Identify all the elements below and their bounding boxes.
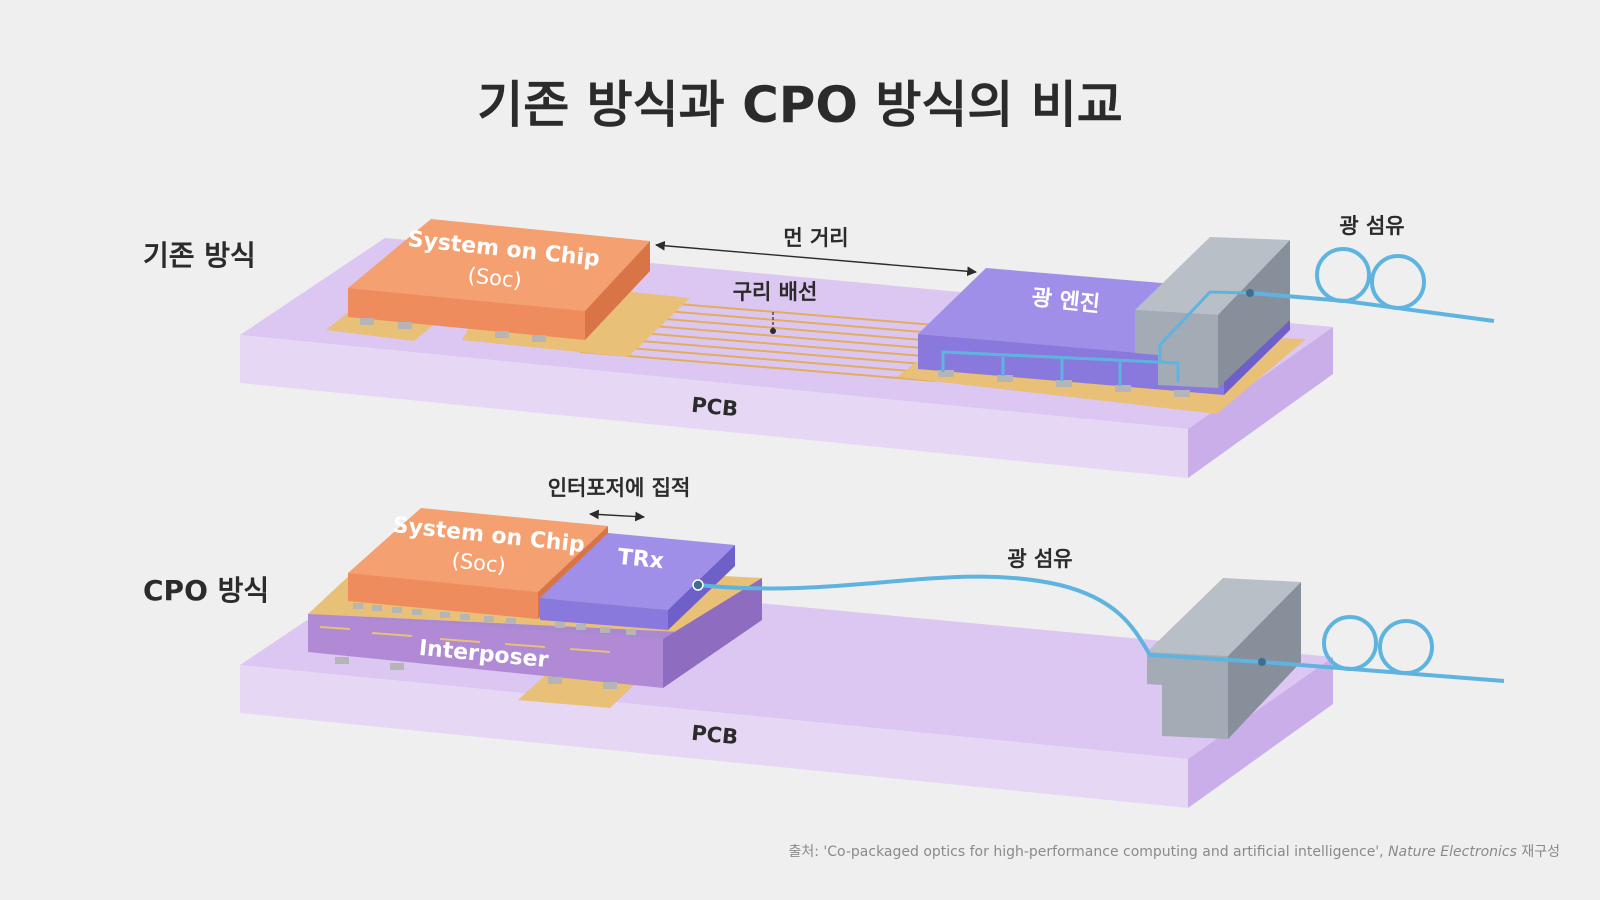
fiber-label-conventional: 광 섬유	[1339, 214, 1404, 238]
fiber-label-cpo: 광 섬유	[1007, 547, 1072, 571]
source-suffix: 재구성	[1521, 844, 1560, 860]
fiber-ferrule-dot-conventional	[1246, 289, 1254, 297]
pcb-label-cpo: PCB	[690, 721, 739, 749]
trx-chip: TRx	[540, 533, 735, 635]
source-journal: Nature Electronics	[1388, 844, 1517, 860]
fiber-connector-conventional	[1135, 237, 1290, 388]
integration-arrow	[589, 509, 645, 522]
distance-arrow	[655, 240, 977, 277]
optical-fiber-cpo	[697, 574, 1505, 683]
copper-leader-dot	[770, 328, 776, 334]
fiber-ferrule-dot-cpo	[1258, 658, 1266, 666]
page-title: 기존 방식과 CPO 방식의 비교	[477, 76, 1122, 134]
cpo-section-label: CPO 방식	[143, 574, 269, 607]
internal-fiber-routing	[941, 290, 1251, 386]
fiber-connector-cpo	[1147, 578, 1301, 739]
fiber-port-dot-cpo	[692, 579, 704, 591]
source-citation: 출처: 'Co-packaged optics for high-perform…	[788, 844, 1560, 860]
trx-label: TRx	[616, 545, 665, 575]
pcb-label-conventional: PCB	[690, 393, 739, 421]
conventional-section: 기존 방식 PCB 구리 배선	[143, 214, 1495, 478]
conventional-section-label: 기존 방식	[143, 239, 256, 272]
soc-chip-conventional: System on Chip (Soc)	[348, 219, 650, 342]
distance-label: 먼 거리	[783, 226, 848, 250]
soc-label-line2-cpo: (Soc)	[451, 548, 507, 578]
copper-wiring-label: 구리 배선	[733, 280, 818, 304]
source-prefix: 출처: 'Co-packaged optics for high-perform…	[788, 844, 1383, 860]
integration-label: 인터포저에 집적	[548, 476, 691, 500]
cpo-section: CPO 방식 PCB	[143, 476, 1505, 808]
soc-label-line2-conventional: (Soc)	[467, 263, 523, 293]
optical-fiber-conventional	[1249, 247, 1495, 323]
